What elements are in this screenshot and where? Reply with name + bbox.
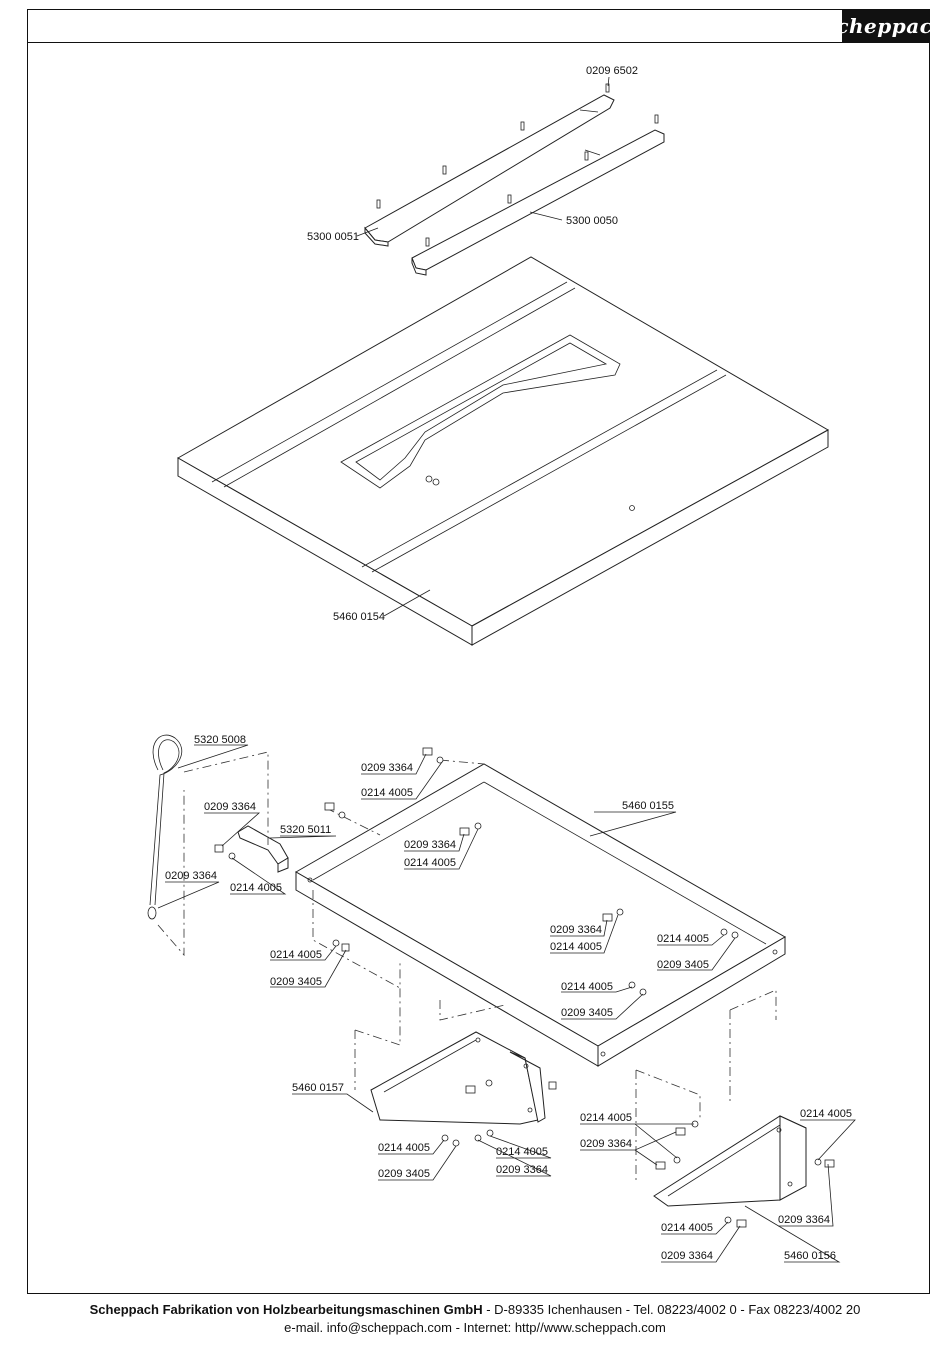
footer-address: - D-89335 Ichenhausen - Tel. 08223/4002 … [482,1302,861,1317]
header-rule [27,42,930,43]
label-0209-3364-b: 0209 3364 [204,801,256,813]
drawing-frame [27,9,930,1294]
leader-lines [157,76,856,1263]
label-0209-3364-i: 0209 3364 [661,1250,713,1262]
label-0209-3405-d: 0209 3405 [378,1168,430,1180]
assembly-lines [157,751,777,1180]
fasteners [214,747,835,1228]
footer-company: Scheppach Fabrikation von Holzbearbeitun… [89,1302,483,1317]
label-5460-0155: 5460 0155 [622,800,674,812]
label-0209-3364-e: 0209 3364 [550,924,602,936]
label-0214-4005-j: 0214 4005 [580,1112,632,1124]
label-0214-4005-a: 0214 4005 [361,787,413,799]
insert-plate-5300-0051 [364,94,615,247]
label-0209-3364-a: 0209 3364 [361,762,413,774]
leg-brace-5460-0157 [370,1031,546,1125]
label-0209-3364-h: 0209 3364 [778,1214,830,1226]
label-0214-4005-g: 0214 4005 [561,981,613,993]
guard-rod-5320-5008 [147,734,182,920]
label-0209-3364-c: 0209 3364 [404,839,456,851]
label-5300-0051: 5300 0051 [307,231,359,243]
footer-company-line: Scheppach Fabrikation von Holzbearbeitun… [0,1302,950,1317]
bracket-5320-5011 [237,825,289,873]
label-0214-4005-c: 0214 4005 [230,882,282,894]
label-0214-4005-h: 0214 4005 [378,1142,430,1154]
label-5460-0156: 5460 0156 [784,1250,836,1262]
footer-contact: e-mail. info@scheppach.com - Internet: h… [284,1320,666,1335]
label-0209-3364-f: 0209 3364 [496,1164,548,1176]
insert-screws [376,83,659,247]
label-5320-5011: 5320 5011 [280,824,331,836]
saw-table-top-5460-0154 [176,256,830,646]
label-0214-4005-b: 0214 4005 [404,857,456,869]
label-0209-3364-g: 0209 3364 [580,1138,632,1150]
label-0214-4005-e: 0214 4005 [657,933,709,945]
scheppach-logo: scheppach [825,9,947,42]
label-0214-4005-l: 0214 4005 [661,1222,713,1234]
table-frame-5460-0155 [294,763,786,1067]
part-labels: 0209 6502 5300 0051 5300 0050 5460 0154 … [165,65,852,1262]
label-0214-4005-f: 0214 4005 [270,949,322,961]
label-0209-3405-b: 0209 3405 [270,976,322,988]
label-0214-4005-i: 0214 4005 [496,1146,548,1158]
label-0214-4005-d: 0214 4005 [550,941,602,953]
label-5320-5008: 5320 5008 [194,734,246,746]
label-0209-3364-d: 0209 3364 [165,870,217,882]
label-0209-3405-c: 0209 3405 [561,1007,613,1019]
insert-plate-5300-0050 [411,129,665,276]
leg-brace-5460-0156 [653,1115,807,1207]
label-5460-0154: 5460 0154 [333,611,385,623]
label-5460-0157: 5460 0157 [292,1082,344,1094]
label-5300-0050: 5300 0050 [566,215,618,227]
label-0209-6502: 0209 6502 [586,65,638,77]
label-0209-3405-a: 0209 3405 [657,959,709,971]
label-0214-4005-k: 0214 4005 [800,1108,852,1120]
